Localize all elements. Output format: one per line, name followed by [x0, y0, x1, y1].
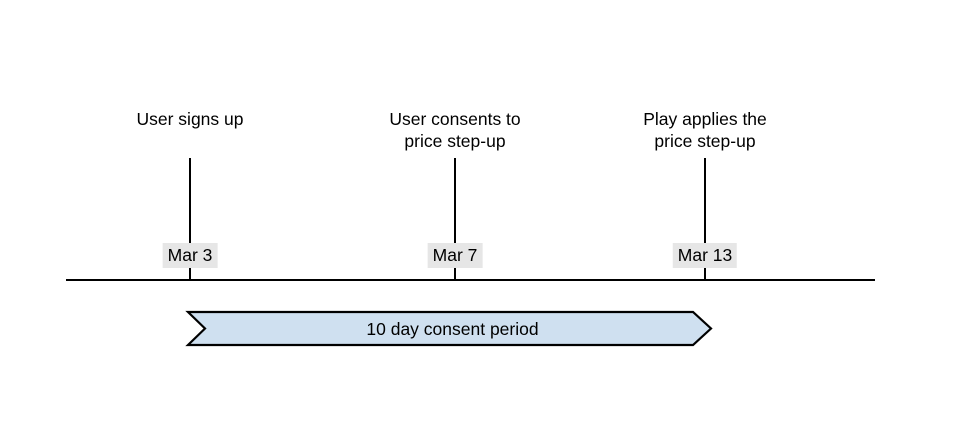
- event-tick-line: [189, 158, 191, 280]
- event-date-badge: Mar 13: [672, 243, 738, 268]
- event-date-badge: Mar 3: [162, 243, 218, 268]
- consent-period-banner: 10 day consent period: [185, 310, 713, 347]
- event-label: User consents to price step-up: [389, 109, 521, 151]
- event-tick-line: [454, 158, 456, 280]
- event-label: Play applies the price step-up: [643, 109, 767, 151]
- consent-period-label: 10 day consent period: [366, 318, 539, 339]
- event-tick-line: [704, 158, 706, 280]
- event-date-badge: Mar 7: [427, 243, 483, 268]
- chevron-arrow-shape: [185, 310, 713, 347]
- consent-period-banner-shape: [185, 310, 713, 347]
- event-label: User signs up: [136, 109, 244, 129]
- timeline-axis: [66, 279, 875, 281]
